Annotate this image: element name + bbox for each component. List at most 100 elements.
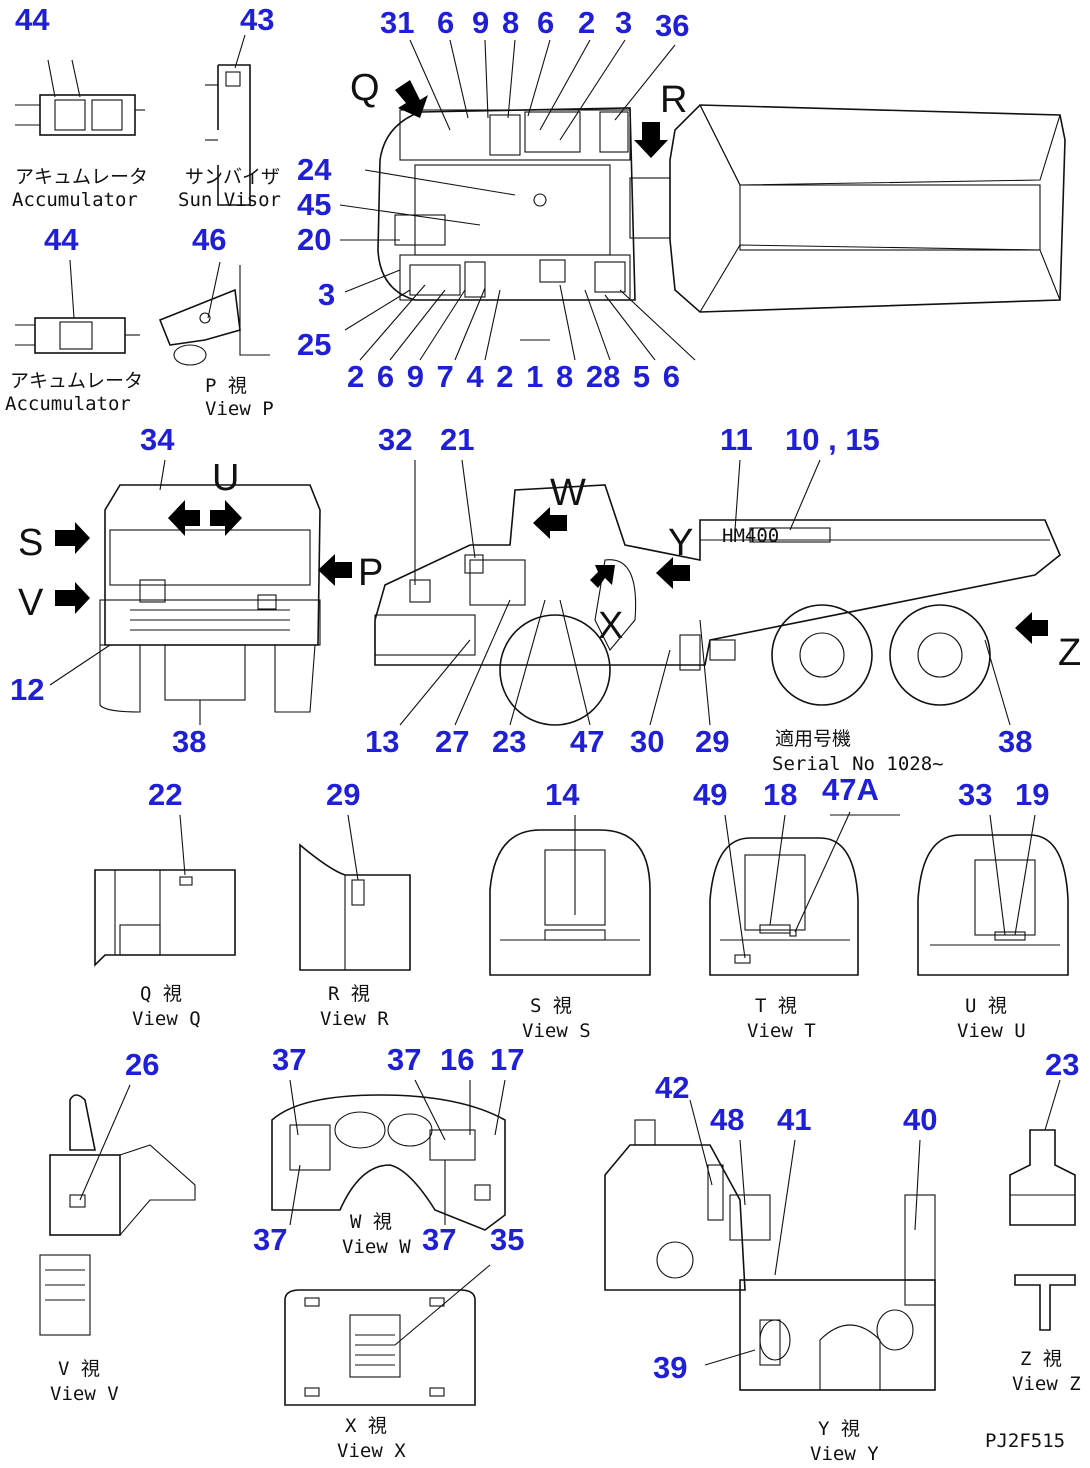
view-v-drawing — [39, 1094, 196, 1336]
view-w-drawing — [271, 1094, 506, 1231]
callout-23: 23 — [492, 724, 526, 759]
callout-27: 27 — [435, 724, 469, 759]
arrow-q-icon — [395, 80, 428, 118]
caption-view-z-en: View Z — [1012, 1373, 1081, 1395]
callout-25: 25 — [297, 327, 331, 362]
callout-36: 36 — [655, 8, 689, 43]
arrow-r-icon — [634, 122, 668, 158]
view-u-drawing — [917, 834, 1069, 976]
accumulator-top-drawing — [15, 59, 145, 136]
callout-42: 42 — [655, 1070, 689, 1105]
caption-sun-visor-jp: サンバイザ — [185, 166, 280, 188]
caption-view-v-en: View V — [50, 1383, 119, 1405]
caption-view-p-jp: P 視 — [205, 375, 247, 397]
caption-view-w-jp: W 視 — [350, 1211, 392, 1233]
arrow-y-icon — [656, 557, 690, 589]
caption-serial-en: Serial No 1028~ — [772, 753, 944, 775]
callout-24: 24 — [297, 152, 332, 187]
sun-visor-drawing — [205, 34, 251, 206]
callout-12: 12 — [10, 672, 44, 707]
view-arrows — [55, 80, 1048, 644]
view-q-drawing — [94, 869, 236, 967]
view-letter-r: R — [660, 79, 687, 121]
captions: アキュムレータ Accumulator サンバイザ Sun Visor アキュム… — [5, 166, 1081, 1465]
callout-45: 45 — [297, 187, 331, 222]
callout-3: 3 — [615, 5, 632, 40]
view-t-drawing — [709, 837, 859, 976]
view-letter-x: X — [598, 605, 623, 647]
caption-view-z-jp: Z 視 — [1020, 1348, 1062, 1370]
callout-10-15: 10 , 15 — [785, 422, 880, 457]
callout-30: 30 — [630, 724, 664, 759]
view-p-drawing — [158, 261, 270, 366]
view-letter-u: U — [212, 457, 239, 499]
callout-43: 43 — [240, 2, 274, 37]
view-x-drawing — [284, 1289, 476, 1406]
caption-accumulator-en: Accumulator — [5, 393, 131, 415]
arrow-p-icon — [318, 554, 352, 586]
callout-19: 19 — [1015, 777, 1049, 812]
truck-front-view — [99, 484, 321, 713]
caption-accumulator-jp: アキュムレータ — [15, 166, 148, 188]
caption-view-x-en: View X — [337, 1440, 406, 1462]
arrow-w-icon — [533, 507, 567, 539]
view-y-drawing — [604, 1119, 936, 1391]
view-letter-y: Y — [668, 522, 693, 564]
caption-view-r-jp: R 視 — [328, 983, 370, 1005]
caption-view-x-jp: X 視 — [345, 1415, 387, 1437]
caption-view-u-jp: U 視 — [965, 995, 1007, 1017]
caption-view-p-en: View P — [205, 398, 274, 420]
callout-44: 44 — [15, 2, 50, 37]
callout-47a: 47A — [822, 772, 879, 807]
callout-49: 49 — [693, 777, 727, 812]
caption-serial-jp: 適用号機 — [775, 728, 851, 750]
view-letters: Q R S V U P W Y X Z HM400 — [18, 67, 1081, 674]
callout-29: 29 — [695, 724, 729, 759]
view-letter-p: P — [358, 552, 383, 594]
caption-view-q-en: View Q — [132, 1008, 201, 1030]
callout-16: 16 — [440, 1042, 474, 1077]
callout-6: 6 — [537, 5, 554, 40]
caption-view-u-en: View U — [957, 1020, 1026, 1042]
callout-31: 31 — [380, 5, 414, 40]
callout-8: 8 — [502, 5, 519, 40]
callout-37: 37 — [387, 1042, 421, 1077]
caption-view-w-en: View W — [342, 1236, 411, 1258]
callout-22: 22 — [148, 777, 182, 812]
callout-38: 38 — [998, 724, 1032, 759]
truck-badge: HM400 — [722, 525, 779, 547]
truck-side-view — [374, 484, 1061, 726]
callout-20: 20 — [297, 222, 331, 257]
drawing-code: PJ2F515 — [985, 1430, 1065, 1452]
callout-41: 41 — [777, 1102, 811, 1137]
caption-view-y-jp: Y 視 — [818, 1418, 860, 1440]
callout-40: 40 — [903, 1102, 937, 1137]
callout-47: 47 — [570, 724, 604, 759]
callout-9: 9 — [472, 5, 489, 40]
callout-29: 29 — [326, 777, 360, 812]
caption-accumulator-en: Accumulator — [12, 189, 138, 211]
view-s-drawing — [489, 829, 651, 976]
callout-23: 23 — [1045, 1047, 1079, 1082]
callout-44: 44 — [44, 222, 79, 257]
accumulator-bottom-drawing — [15, 259, 140, 354]
callout-3: 3 — [318, 277, 335, 312]
arrow-s-icon — [55, 522, 90, 554]
view-letter-q: Q — [350, 67, 380, 109]
arrow-v-icon — [55, 582, 90, 614]
leader-lines — [49, 39, 1061, 1366]
callout-48: 48 — [710, 1102, 744, 1137]
callout-33: 33 — [958, 777, 992, 812]
callout-34: 34 — [140, 422, 175, 457]
callout-37: 37 — [422, 1222, 456, 1257]
view-letter-v: V — [18, 582, 44, 624]
truck-top-view — [377, 104, 1066, 313]
callout-26: 26 — [125, 1047, 159, 1082]
callout-14: 14 — [545, 777, 580, 812]
callout-13: 13 — [365, 724, 399, 759]
caption-view-y-en: View Y — [810, 1443, 879, 1465]
callout-39: 39 — [653, 1350, 687, 1385]
callout-2: 2 — [578, 5, 595, 40]
